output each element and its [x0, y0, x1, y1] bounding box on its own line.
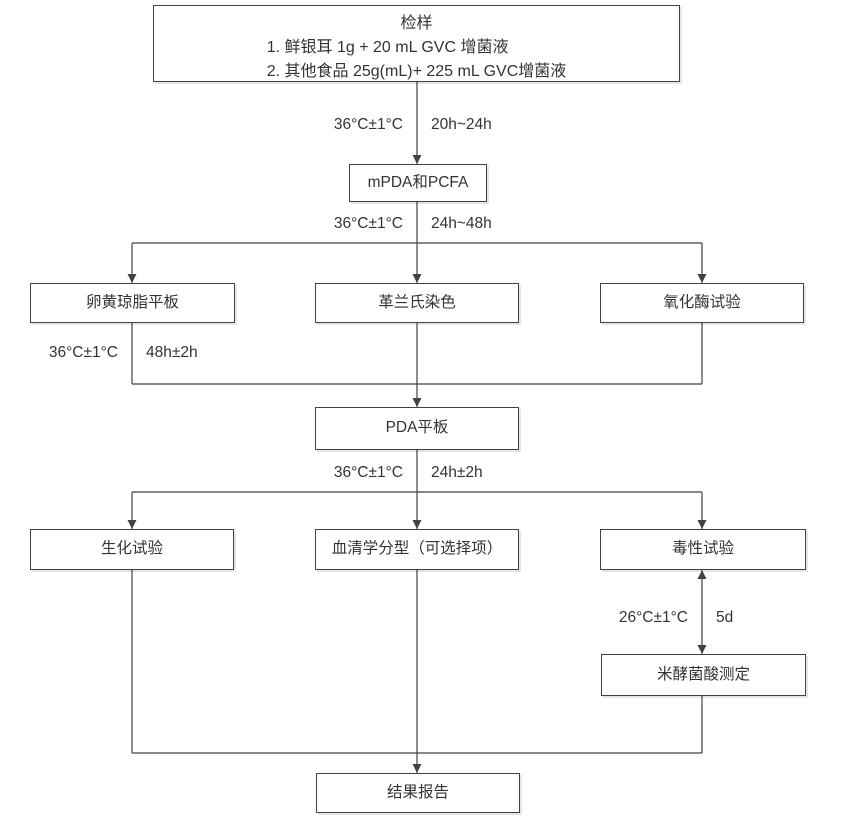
- arrow-down-icon: [697, 520, 707, 529]
- arrow-down-icon: [412, 274, 422, 283]
- node-pda-plate: PDA平板: [315, 407, 519, 450]
- node-biochemical-test: 生化试验: [30, 529, 234, 570]
- node-sample: 检样 1. 鲜银耳 1g + 20 mL GVC 增菌液 2. 其他食品 25g…: [153, 5, 680, 82]
- arrow-down-icon: [412, 520, 422, 529]
- arrow-up-icon: [697, 570, 707, 579]
- node-gram-stain: 革兰氏染色: [315, 283, 519, 323]
- node-mpda-pcfa: mPDA和PCFA: [349, 164, 487, 202]
- arrowheads: [127, 155, 707, 773]
- arrow-down-icon: [127, 520, 137, 529]
- node-oxidase-test: 氧化酶试验: [600, 283, 804, 323]
- sample-detail-lines: 1. 鲜银耳 1g + 20 mL GVC 增菌液 2. 其他食品 25g(mL…: [267, 36, 567, 84]
- sample-line-2: 2. 其他食品 25g(mL)+ 225 mL GVC增菌液: [266, 63, 567, 80]
- arrow-down-icon: [412, 764, 422, 773]
- sample-line-1: 1. 鲜银耳 1g + 20 mL GVC 增菌液: [266, 39, 509, 56]
- flow-line-paths: [131, 82, 703, 773]
- node-serology-typing: 血清学分型（可选择项）: [315, 529, 519, 570]
- arrow-down-icon: [697, 645, 707, 654]
- sample-title: 检样: [400, 15, 433, 32]
- arrow-down-icon: [697, 274, 707, 283]
- arrow-down-icon: [412, 155, 422, 164]
- node-toxicity-test: 毒性试验: [600, 529, 806, 570]
- node-bongkrekic-acid-assay: 米酵菌酸测定: [601, 654, 806, 696]
- node-result-report: 结果报告: [316, 773, 520, 813]
- arrow-down-icon: [127, 274, 137, 283]
- arrow-down-icon: [412, 398, 422, 407]
- node-egg-yolk-agar: 卵黄琼脂平板: [30, 283, 235, 323]
